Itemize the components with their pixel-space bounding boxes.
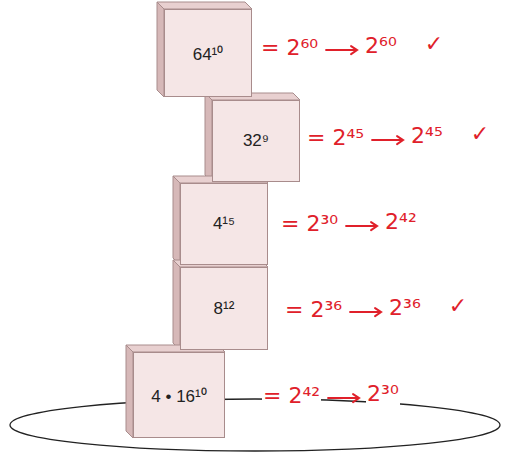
number-box: 4¹⁵ — [180, 183, 268, 265]
arrow — [346, 222, 377, 230]
check-mark: ✓ — [448, 294, 468, 318]
number-box: 32⁹ — [212, 100, 300, 182]
arrow — [372, 136, 403, 144]
ground-ellipse — [10, 399, 500, 451]
handwritten-note: 2⁴⁵ — [410, 124, 444, 148]
box-label: 64¹⁰ — [189, 42, 228, 65]
handwritten-note: = 2⁴² — [262, 384, 321, 408]
handwritten-note: = 2⁶⁰ — [260, 36, 319, 60]
check-mark: ✓ — [470, 122, 490, 146]
check-mark: ✓ — [424, 32, 444, 56]
box-side — [126, 345, 133, 438]
number-box: 64¹⁰ — [164, 9, 252, 97]
arrow — [328, 394, 359, 402]
box-label: 4 • 16¹⁰ — [147, 384, 210, 407]
arrow — [326, 46, 357, 54]
box-sides — [126, 2, 300, 438]
number-box: 4 • 16¹⁰ — [133, 352, 225, 438]
number-box: 8¹² — [180, 267, 268, 350]
box-side — [157, 2, 252, 9]
box-side — [157, 2, 164, 97]
handwritten-note: 2⁶⁰ — [364, 34, 398, 58]
box-label: 8¹² — [210, 299, 239, 319]
box-side — [173, 260, 180, 350]
handwritten-note: = 2³⁰ — [280, 212, 339, 236]
box-label: 4¹⁵ — [209, 214, 239, 234]
handwritten-note: 2⁴² — [384, 210, 418, 234]
handwritten-note: 2³⁶ — [388, 296, 422, 320]
box-side — [173, 176, 180, 265]
handwritten-note: = 2⁴⁵ — [306, 126, 365, 150]
box-side — [205, 93, 212, 182]
handwritten-note: = 2³⁶ — [284, 298, 343, 322]
handwritten-note: 2³⁰ — [366, 382, 400, 406]
box-label: 32⁹ — [239, 131, 273, 151]
arrow — [350, 308, 381, 316]
